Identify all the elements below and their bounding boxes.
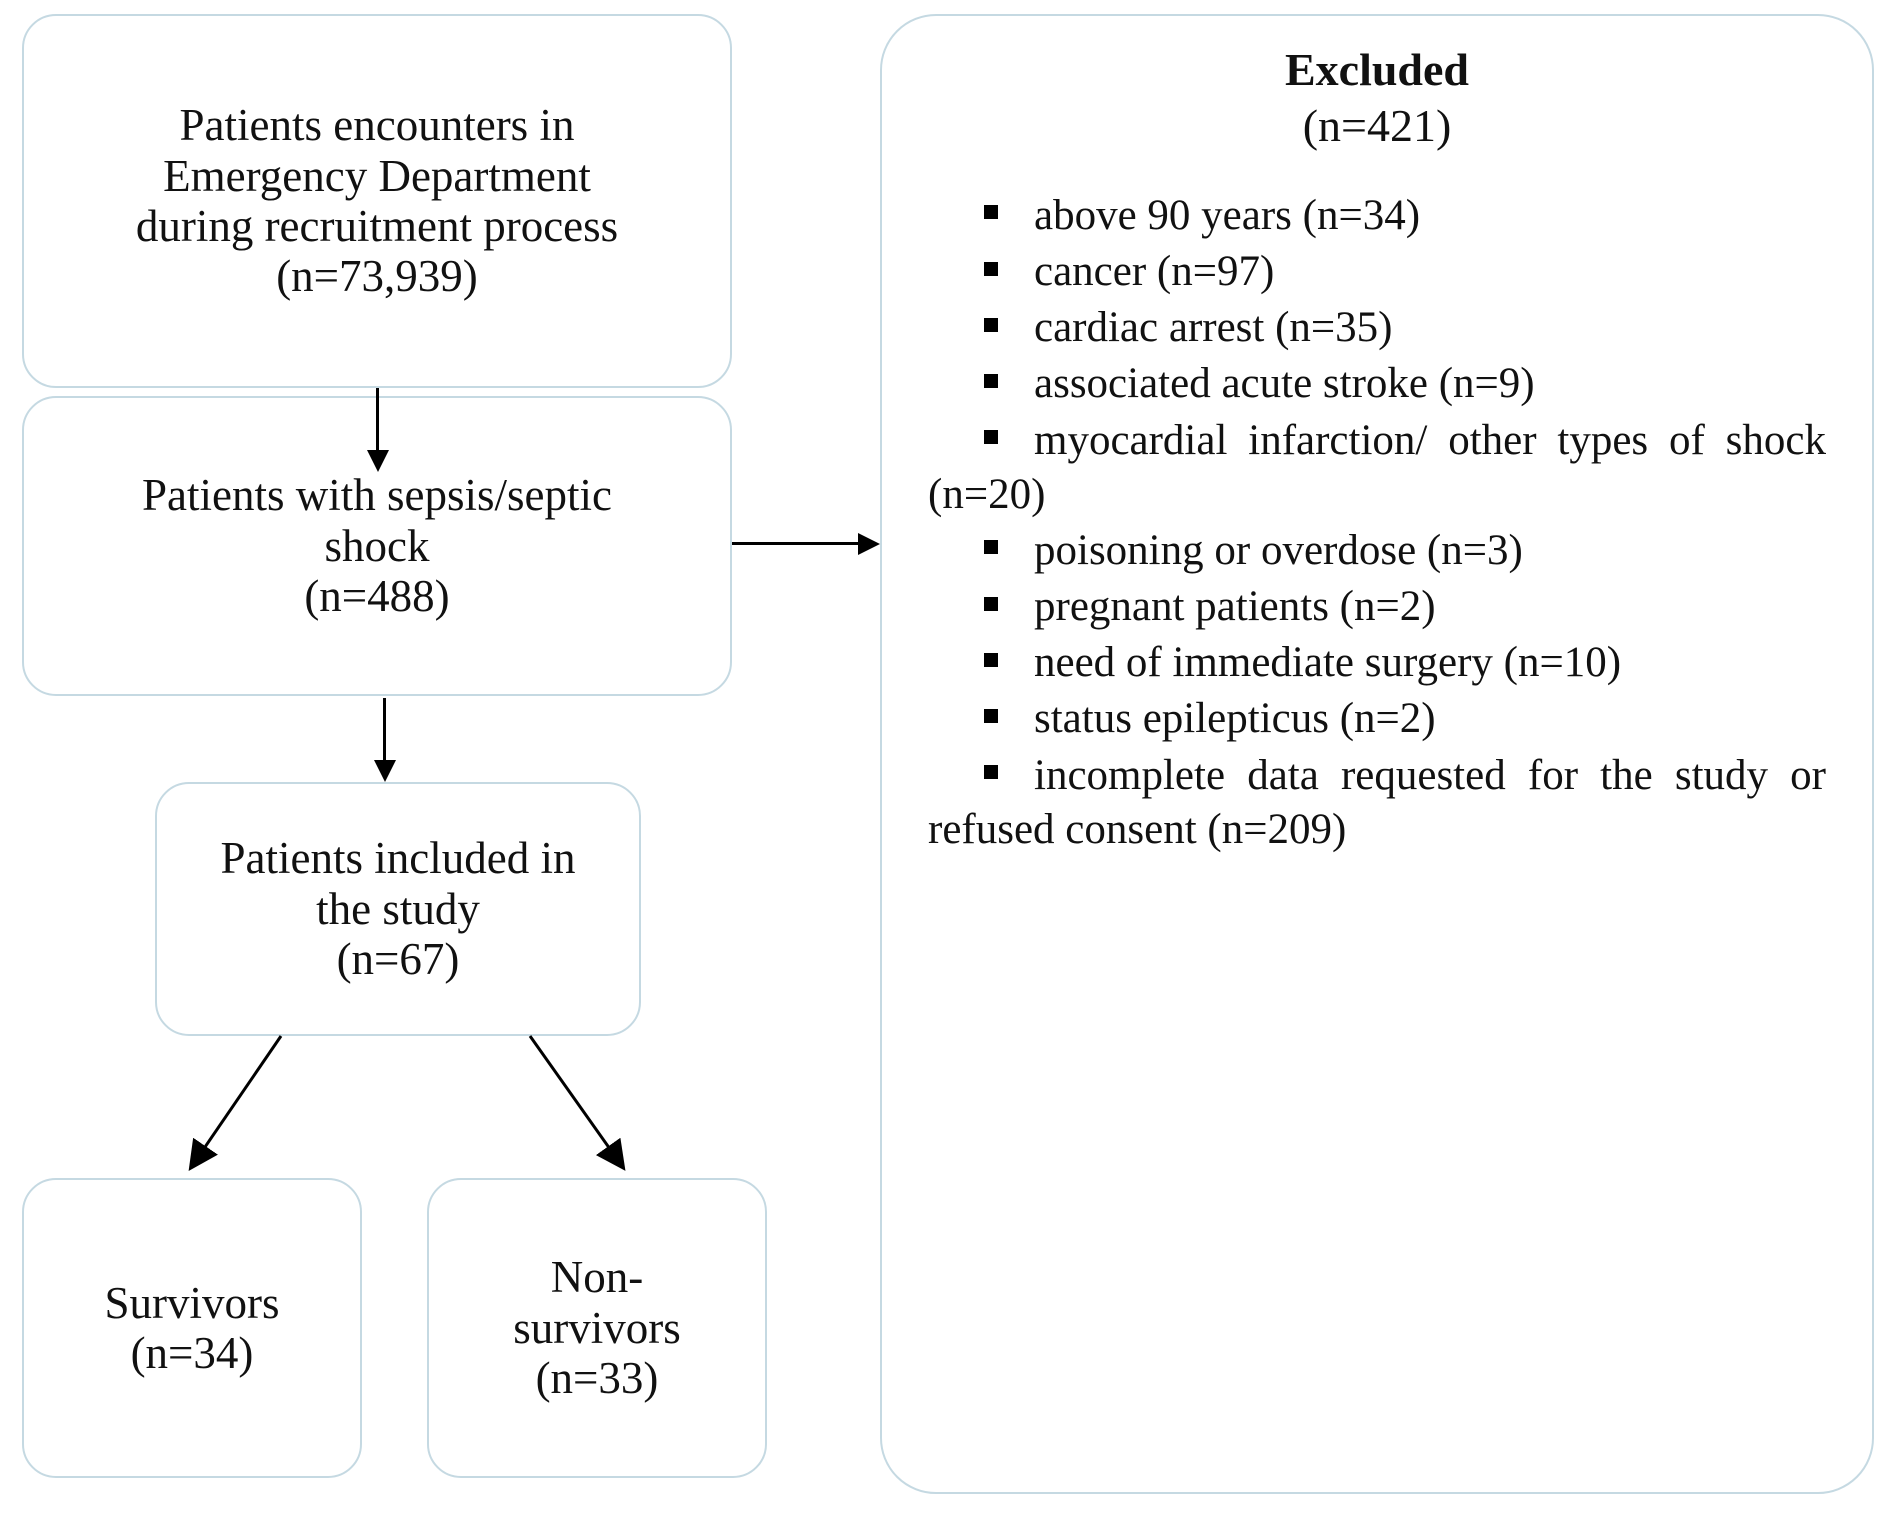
excluded-item: need of immediate surgery (n=10): [928, 636, 1826, 690]
node-line: Patients included in: [220, 833, 576, 884]
excluded-item-text: myocardial infarction/ other types of sh…: [928, 416, 1826, 518]
node-line: (n=34): [130, 1328, 254, 1378]
node-line: during recruitment process: [135, 201, 619, 251]
excluded-title: Excluded: [1284, 44, 1470, 95]
square-bullet-icon: [984, 596, 998, 611]
node-excluded-panel: Excluded (n=421) above 90 years (n=34) c…: [880, 14, 1874, 1494]
connector-sepsis-to-included-line: [383, 698, 386, 762]
square-bullet-icon: [984, 540, 998, 555]
square-bullet-icon: [984, 708, 998, 723]
excluded-item-text: pregnant patients (n=2): [1034, 583, 1436, 631]
node-line: (n=488): [304, 571, 450, 622]
excluded-item-text: need of immediate surgery (n=10): [1034, 639, 1622, 687]
excluded-item: cancer (n=97): [928, 245, 1826, 299]
node-line: (n=67): [336, 934, 460, 985]
square-bullet-icon: [984, 652, 998, 667]
square-bullet-icon: [984, 261, 998, 276]
node-survivors: Survivors (n=34): [22, 1178, 362, 1478]
excluded-item: myocardial infarction/ other types of sh…: [928, 414, 1826, 522]
excluded-item: incomplete data requested for the study …: [928, 749, 1826, 857]
excluded-item-text: poisoning or overdose (n=3): [1034, 526, 1523, 574]
excluded-item: above 90 years (n=34): [928, 189, 1826, 243]
excluded-item-text: status epilepticus (n=2): [1034, 695, 1436, 743]
node-line: survivors: [513, 1302, 681, 1353]
excluded-item: poisoning or overdose (n=3): [928, 524, 1826, 578]
node-patients-included: Patients included in the study (n=67): [155, 782, 641, 1036]
square-bullet-icon: [984, 430, 998, 445]
connector-included-to-survivors: [188, 1035, 283, 1171]
excluded-item-text: incomplete data requested for the study …: [928, 751, 1826, 853]
node-line: Emergency Department: [163, 150, 591, 201]
node-line: (n=73,939): [276, 251, 478, 302]
node-line: Non-: [550, 1252, 644, 1303]
square-bullet-icon: [984, 205, 998, 220]
excluded-item: associated acute stroke (n=9): [928, 357, 1826, 411]
connector-sepsis-to-included-arrowhead: [374, 760, 396, 782]
excluded-item-text: associated acute stroke (n=9): [1034, 360, 1535, 408]
excluded-item-text: above 90 years (n=34): [1034, 191, 1421, 239]
node-line: shock: [324, 520, 430, 571]
excluded-item-text: cancer (n=97): [1034, 248, 1275, 296]
square-bullet-icon: [984, 765, 998, 780]
node-non-survivors: Non- survivors (n=33): [427, 1178, 767, 1478]
node-line: Survivors: [104, 1277, 280, 1328]
excluded-item: status epilepticus (n=2): [928, 692, 1826, 746]
square-bullet-icon: [984, 373, 998, 388]
connector-encounters-to-sepsis-line: [376, 388, 379, 452]
connector-encounters-to-sepsis-arrowhead: [367, 450, 389, 472]
excluded-item-text: cardiac arrest (n=35): [1034, 304, 1393, 352]
excluded-item: cardiac arrest (n=35): [928, 301, 1826, 355]
node-line: the study: [316, 883, 480, 934]
connector-included-to-nonsurvivors: [528, 1035, 626, 1171]
excluded-count: (n=421): [1302, 100, 1452, 152]
node-line: Patients encounters in: [179, 100, 575, 151]
node-line: (n=33): [535, 1353, 659, 1404]
excluded-item: pregnant patients (n=2): [928, 580, 1826, 634]
connector-sepsis-to-excluded-line: [732, 542, 860, 545]
node-patient-encounters: Patients encounters in Emergency Departm…: [22, 14, 732, 388]
square-bullet-icon: [984, 317, 998, 332]
connector-sepsis-to-excluded-arrowhead: [858, 533, 880, 555]
excluded-criteria-list: above 90 years (n=34) cancer (n=97) card…: [928, 189, 1826, 859]
node-line: Patients with sepsis/septic: [142, 470, 612, 521]
